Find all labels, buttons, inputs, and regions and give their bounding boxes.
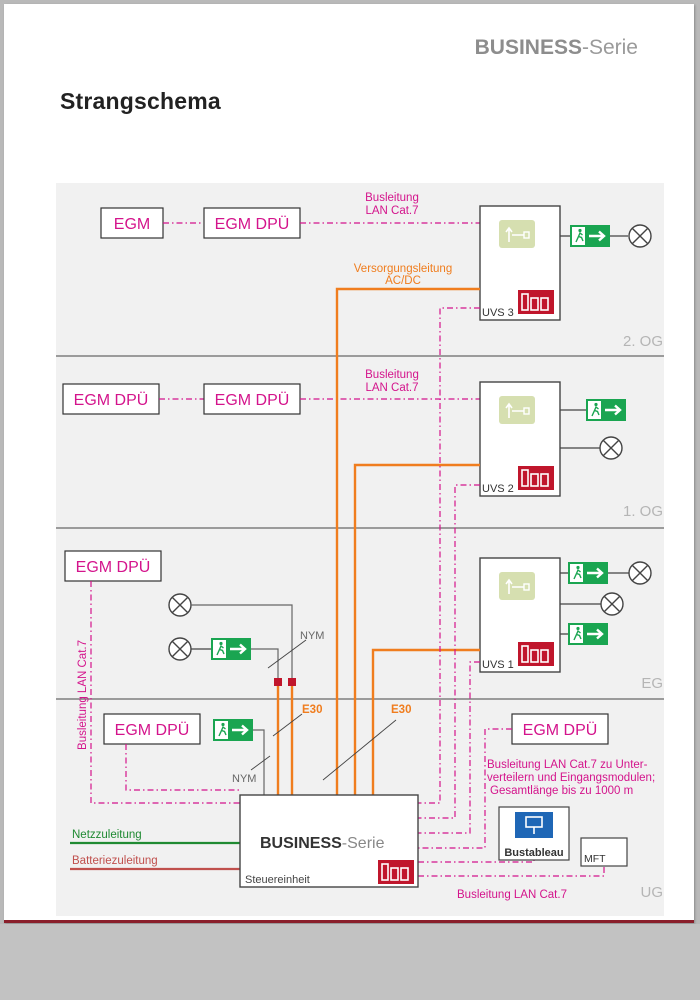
floor-label-eg: EG [641, 675, 663, 692]
footer-band [0, 924, 700, 1000]
safety-luminaire-icon [600, 592, 624, 616]
bus-label-line1: Busleitung [365, 369, 419, 381]
uvs3-label: UVS 3 [482, 307, 514, 319]
egm-dpu-label: EGM DPÜ [215, 215, 290, 233]
egm-dpu-label: EGM DPÜ [74, 391, 149, 409]
series-brand-light: -Serie [581, 36, 638, 59]
controller-display-icon [517, 641, 555, 667]
note-line3: Gesamtlänge bis zu 1000 m [490, 785, 633, 797]
egm-dpu-module-box [64, 550, 162, 582]
fire-seal-marker [288, 678, 296, 686]
leader-line [250, 755, 271, 771]
supply-riser-uvs3 [335, 287, 480, 795]
battery-label: Batteriezuleitung [72, 855, 158, 867]
central-caption: Steuereinheit [245, 874, 310, 886]
battery-module-icon [498, 571, 536, 601]
nym-line [251, 648, 279, 682]
fire-seal-marker [274, 678, 282, 686]
emergency-exit-sign-icon [566, 560, 610, 586]
egm-dpu-label: EGM DPÜ [523, 721, 598, 739]
central-brand: BUSINESS-Serie [260, 835, 385, 852]
mains-label: Netzzuleitung [72, 829, 142, 841]
bus-tableau-display-icon [515, 812, 553, 838]
controller-display-icon [517, 465, 555, 491]
bus-label-line2: LAN Cat.7 [365, 382, 418, 394]
leader-line [322, 719, 397, 781]
supply-riser-uvs1 [371, 648, 480, 795]
nym-label: NYM [232, 773, 256, 785]
emergency-exit-sign-icon [566, 621, 610, 647]
bus-trunk-eg [90, 581, 240, 804]
supply-label-line1: Versorgungsleitung [354, 263, 452, 275]
note-line1: Busleitung LAN Cat.7 zu Unter- [487, 759, 648, 771]
floor-band-og1 [56, 357, 664, 527]
bus-trunk-mft [418, 866, 605, 877]
controller-display-icon [517, 289, 555, 315]
nym-line [191, 604, 293, 682]
emergency-exit-sign-icon [568, 223, 612, 249]
egm-dpu-module-box [511, 713, 609, 745]
bus-label-line1: Busleitung [365, 192, 419, 204]
uvs2-label: UVS 2 [482, 483, 514, 495]
egm-dpu-module-box [62, 383, 160, 415]
series-brand-bold: BUSINESS [474, 36, 582, 59]
nym-line [253, 729, 265, 795]
note-line2: verteilern und Eingangsmodulen; [487, 772, 655, 784]
controller-display-icon [377, 859, 415, 885]
egm-dpu-module-box [203, 207, 301, 239]
egm-dpu-label: EGM DPÜ [215, 391, 290, 409]
floor-label-og1: 1. OG [623, 503, 663, 520]
floor-label-og2: 2. OG [623, 333, 663, 350]
supply-label-line2: AC/DC [385, 275, 421, 287]
safety-luminaire-icon [628, 224, 652, 248]
safety-luminaire-icon [628, 561, 652, 585]
egm-dpu-module-box [103, 713, 201, 745]
safety-luminaire-icon [168, 593, 192, 617]
leader-line [272, 713, 303, 737]
page-title: Strangschema [60, 88, 221, 114]
emergency-exit-sign-icon [584, 397, 628, 423]
bus-trunk-ug [125, 744, 240, 791]
egm-dpu-label: EGM DPÜ [76, 558, 151, 576]
bus-trunks [90, 307, 605, 877]
mft-device [580, 837, 628, 867]
supply-risers [274, 287, 480, 795]
battery-module-icon [498, 219, 536, 249]
bus-trunk-uvs2 [418, 484, 480, 819]
floor-label-ug: UG [641, 884, 664, 901]
central-brand-light: -Serie [342, 835, 385, 852]
emergency-exit-sign-icon [211, 717, 255, 743]
e30-label: E30 [391, 704, 411, 716]
bus-trunk-egm-dpu [418, 728, 512, 849]
uvs1-label: UVS 1 [482, 659, 514, 671]
bus-vertical-label: Busleitung LAN Cat.7 [77, 640, 89, 750]
nym-label: NYM [300, 630, 324, 642]
battery-module-icon [498, 395, 536, 425]
mft-label: MFT [584, 853, 606, 865]
egm-label: EGM [114, 216, 150, 233]
e30-label: E30 [302, 704, 322, 716]
bus-trunk-uvs1 [418, 661, 480, 834]
bus-bottom-label: Busleitung LAN Cat.7 [457, 889, 567, 901]
emergency-exit-sign-icon [209, 636, 253, 662]
egm-module-box [100, 207, 164, 239]
series-brand: BUSINESS-Serie [475, 36, 638, 60]
safety-luminaire-icon [168, 637, 192, 661]
egm-dpu-label: EGM DPÜ [115, 721, 190, 739]
bustableau-label: Bustableau [504, 847, 563, 859]
bus-label-line2: LAN Cat.7 [365, 205, 418, 217]
safety-luminaire-icon [599, 436, 623, 460]
supply-riser-uvs2 [353, 463, 480, 795]
bus-trunk-uvs3 [418, 307, 480, 804]
leader-line [267, 639, 307, 669]
central-brand-bold: BUSINESS [260, 835, 342, 852]
